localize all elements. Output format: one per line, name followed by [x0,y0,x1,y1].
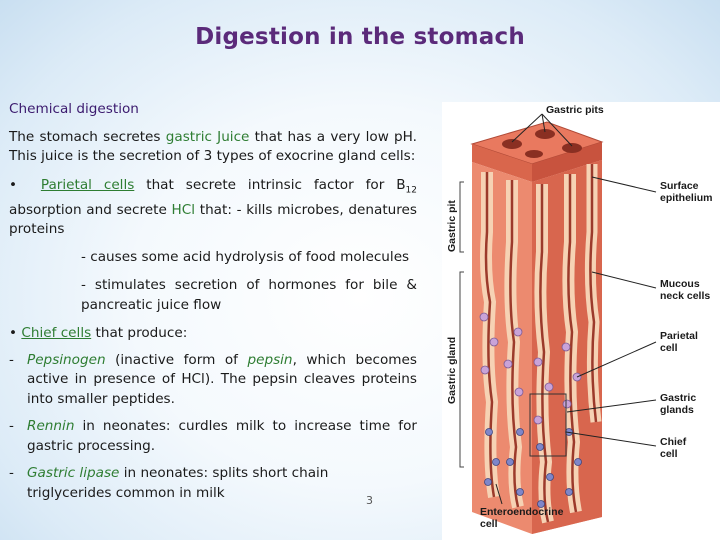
text-body: Chemical digestion The stomach secretes … [9,100,417,503]
section-heading: Chemical digestion [9,101,139,117]
pepsinogen-term: Pepsinogen [27,351,106,368]
gastric-lipase-term: Gastric lipase [27,465,120,482]
parietal-paragraph: • Parietal cells that secrete intrinsic … [9,176,417,238]
gastric-juice-term: gastric Juice [165,128,250,145]
product-item: - Pepsinogen (inactive form of pepsin, w… [9,351,417,407]
label-gastric-glands: Gastric glands [660,392,697,416]
rennin-term: Rennin [27,418,75,435]
label-mucous-neck-cells: Mucous neck cells [660,278,711,302]
label-gastric-pits: Gastric pits [546,104,604,116]
product-item: - Gastric lipase in neonates: splits sho… [9,465,329,501]
slide-title: Digestion in the stomach [195,24,525,50]
intro-paragraph: The stomach secretes gastric Juice that … [9,128,417,165]
parietal-sub-2: - stimulates secretion of hormones for b… [81,277,417,313]
pepsin-term: pepsin [247,351,293,368]
label-parietal-cell: Parietal cell [660,330,698,354]
label-enteroendocrine-cell: Enteroendocrine cell [480,506,564,530]
gastric-gland-figure: Gastric pits Surface epithelium Mucous n… [442,102,720,540]
parietal-sub-1: - causes some acid hydrolysis of food mo… [81,248,410,265]
gastric-gland-illustration [459,113,657,534]
slide-number: 3 [366,494,373,507]
parietal-cells-term: Parietal cells [40,176,135,193]
chief-paragraph: • Chief cells that produce: [9,325,188,342]
label-chief-cell: Chief cell [660,436,687,460]
chief-cells-term: Chief cells [21,325,92,342]
product-item: - Rennin in neonates: curdles milk to in… [9,418,417,454]
label-gastric-pit-vertical: Gastric pit [446,200,458,252]
label-surface-epithelium: Surface epithelium [660,180,713,204]
hcl-term: HCl [171,201,196,218]
label-gastric-gland-vertical: Gastric gland [446,336,458,404]
